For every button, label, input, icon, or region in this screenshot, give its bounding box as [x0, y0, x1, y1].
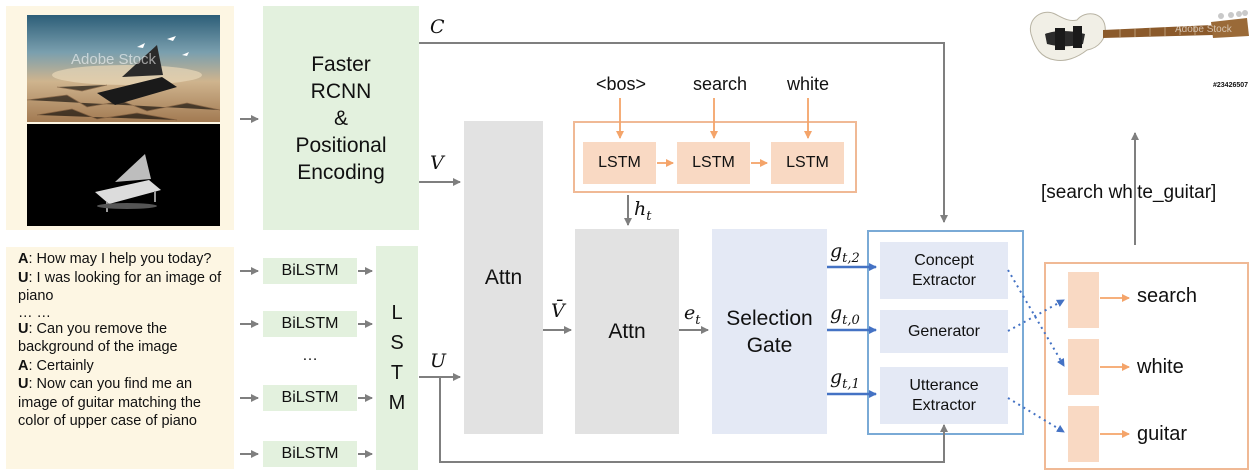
lstm-vertical-block: L S T M	[376, 246, 418, 470]
symbol-u: U	[430, 350, 447, 372]
lstm-letter: S	[390, 332, 404, 354]
image-input-panel: Adobe Stock	[6, 6, 234, 230]
arrow-c-to-concept	[419, 42, 948, 223]
symbol-c: C	[430, 16, 445, 38]
bilstm-box: BiLSTM	[263, 311, 357, 337]
output-token: white	[1137, 356, 1184, 378]
output-token: search	[1137, 285, 1198, 307]
decoder-token: <bos>	[595, 74, 647, 94]
watermark-text: Adobe Stock	[71, 51, 157, 68]
decoder-lstm-cell: LSTM	[583, 142, 656, 184]
dialogue-line: U: I was looking for an image of piano	[18, 269, 222, 305]
symbol-g-t0: gt,0	[830, 302, 860, 328]
extractor-container	[867, 230, 1024, 435]
dialogue-panel: A: How may I help you today? U: I was lo…	[6, 247, 234, 469]
bilstm-ellipsis: …	[302, 347, 318, 364]
arrow-u-to-utterance	[439, 377, 948, 463]
output-container	[1044, 262, 1249, 470]
watermark-text: Adobe Stock	[1175, 24, 1233, 35]
decoder-token: search	[692, 74, 748, 94]
lstm-letter: L	[391, 302, 403, 324]
output-cell	[1068, 406, 1099, 462]
white-guitar-image: Adobe Stock #23426507	[1025, 4, 1251, 90]
bilstm-box: BiLSTM	[263, 441, 357, 467]
image-id-text: #23426507	[1213, 82, 1249, 89]
output-command: [search white_guitar]	[1041, 182, 1217, 203]
symbol-v-bar: V̄	[551, 300, 565, 322]
decoder-lstm-cell: LSTM	[771, 142, 844, 184]
lstm-letter: T	[390, 362, 404, 384]
connector-arrow	[1007, 299, 1065, 332]
symbol-e-t: et	[684, 302, 701, 328]
connector-arrow	[1007, 269, 1065, 367]
symbol-v: V	[430, 152, 444, 174]
utterance-extractor-block: Utterance Extractor	[880, 367, 1008, 424]
selection-gate-block: Selection Gate	[712, 229, 827, 434]
output-cell	[1068, 339, 1099, 395]
bilstm-box: BiLSTM	[263, 258, 357, 284]
decoder-lstm-cell: LSTM	[677, 142, 750, 184]
lstm-letter: M	[388, 392, 406, 414]
dialogue-line: U: Can you remove the background of the …	[18, 320, 178, 356]
piano-scene-image: Adobe Stock	[27, 15, 220, 122]
connector-arrow	[1007, 397, 1065, 433]
decoder-lstm-container	[573, 121, 857, 193]
bilstm-box: BiLSTM	[263, 385, 357, 411]
attn-block-utterance: Attn	[575, 229, 679, 434]
dialogue-line: A: Certainly	[18, 357, 94, 374]
dialogue-line: U: Now can you find me an image of guita…	[18, 376, 201, 429]
symbol-g-t1: gt,1	[830, 366, 860, 392]
symbol-h-t: ht	[634, 198, 652, 224]
dialogue-line: A: How may I help you today?	[18, 251, 212, 267]
output-token: guitar	[1137, 423, 1188, 445]
dialogue-line: … …	[18, 304, 52, 321]
symbol-g-t2: gt,2	[830, 240, 860, 266]
decoder-token: white	[786, 74, 830, 94]
piano-black-background-image	[27, 124, 220, 226]
output-cell	[1068, 272, 1099, 328]
faster-rcnn-block: Faster RCNN & Positional Encoding	[263, 6, 419, 230]
attn-block-visual: Attn	[464, 121, 543, 434]
generator-block: Generator	[880, 310, 1008, 353]
concept-extractor-block: Concept Extractor	[880, 242, 1008, 299]
